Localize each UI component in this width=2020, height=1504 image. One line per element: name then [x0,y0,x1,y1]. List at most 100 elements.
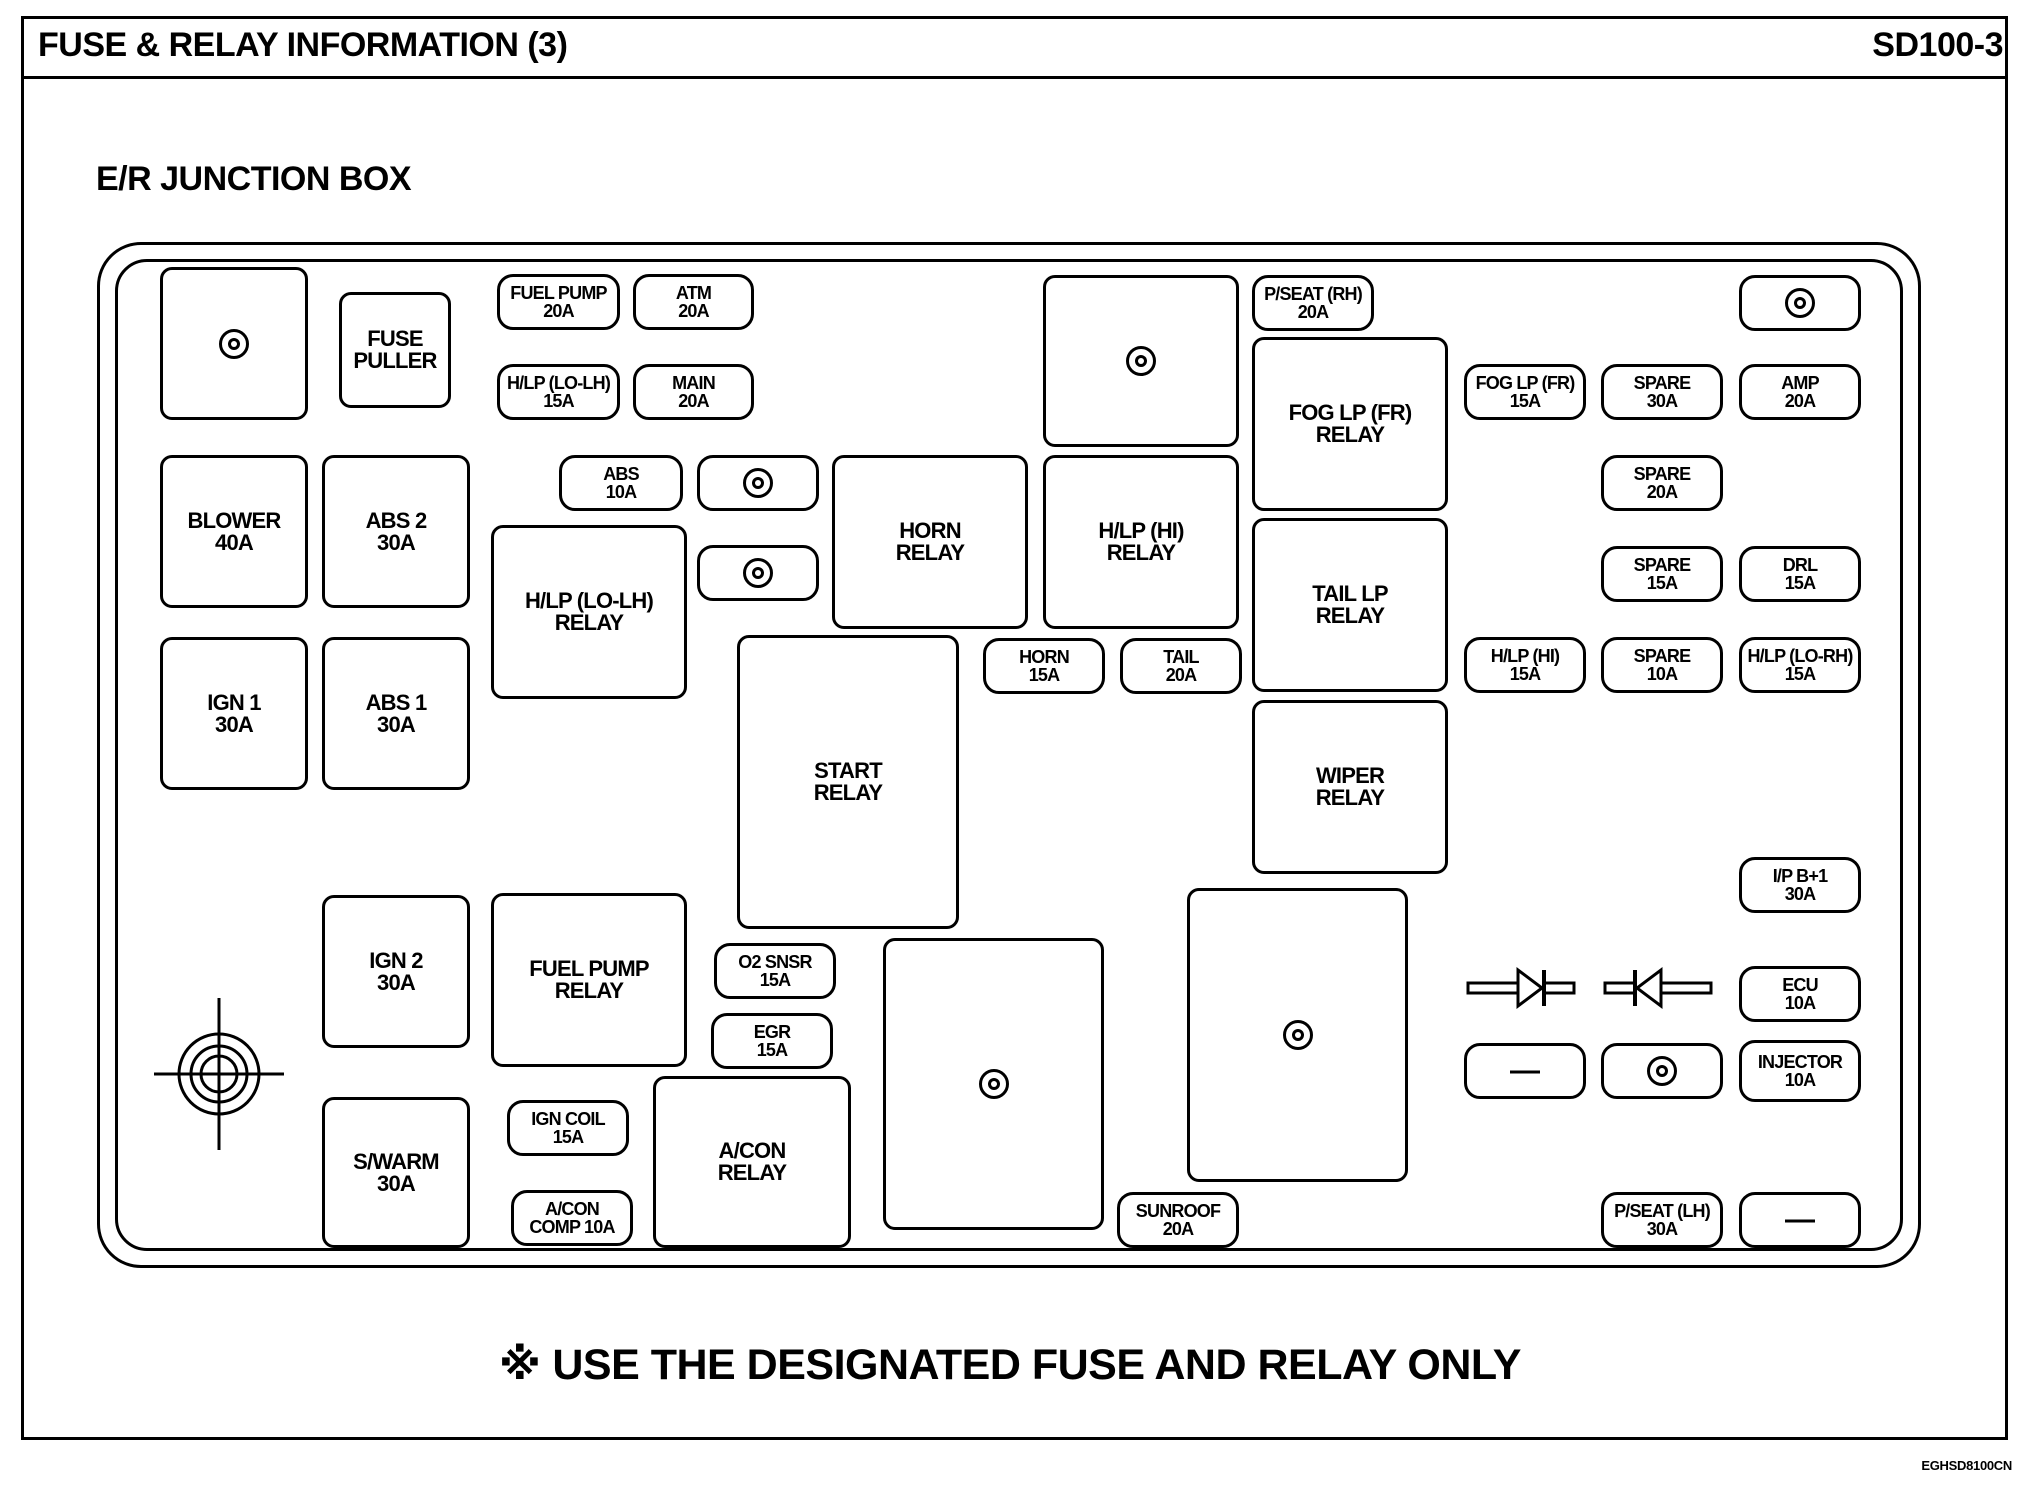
fuse-acon-comp[interactable]: A/CON COMP 10A [511,1190,633,1246]
component-label-line1: MAIN [672,373,716,393]
relay-tail-lp[interactable]: TAIL LP RELAY [1252,518,1448,692]
component-label-line2: 20A [1162,1219,1194,1239]
diode-right-icon [1466,967,1576,1009]
component-label-line2: 30A [215,711,254,737]
relay-acon[interactable]: A/CON RELAY [653,1076,851,1248]
component-label-line1: SPARE [1633,464,1691,484]
fuse-tail[interactable]: TAIL 20A [1120,638,1242,694]
component-label-line2: 15A [1028,665,1060,685]
component-label-line2: 20A [678,301,709,321]
usage-note-text: USE THE DESIGNATED FUSE AND RELAY ONLY [552,1341,1521,1389]
component-label-line2: 15A [543,391,574,411]
component-label-line2: 30A [1646,1219,1678,1239]
junction-box-inner-outline [115,259,1903,1251]
fuse-slot-stud-top-right [1739,275,1861,331]
relay-wiper[interactable]: WIPER RELAY [1252,700,1448,874]
relay-horn[interactable]: HORN RELAY [832,455,1028,629]
component-label-line2: 20A [1297,302,1329,322]
fuse-injector[interactable]: INJECTOR 10A [1739,1040,1861,1102]
fuse-atm[interactable]: ATM 20A [633,274,754,330]
fuse-ecu[interactable]: ECU 10A [1739,966,1861,1022]
relay-hlp-hi[interactable]: H/LP (HI) RELAY [1043,455,1239,629]
component-label-line2: RELAY [554,978,624,1003]
fuse-hlp-lo-lh[interactable]: H/LP (LO-LH) 15A [497,364,620,420]
relay-hlp-lo-lh[interactable]: H/LP (LO-LH) RELAY [491,525,687,699]
component-label-line1: HORN [899,518,961,543]
fuse-pseat-lh[interactable]: P/SEAT (LH) 30A [1601,1192,1723,1248]
diode-left-icon [1603,967,1713,1009]
component-label-line1: TAIL [1163,647,1199,667]
component-label-line1: WIPER [1315,763,1385,788]
component-label-line1: START [814,758,882,783]
component-label-line1: S/WARM [353,1148,439,1174]
component-label-line1: FOG LP (FR) [1475,373,1576,393]
fuse-ign-2[interactable]: IGN 2 30A [322,895,470,1048]
fuse-hlp-hi[interactable]: H/LP (HI) 15A [1464,637,1586,693]
stud-icon [219,328,249,359]
fuse-o2-snsr[interactable]: O2 SNSR 15A [714,943,836,999]
component-label-line1: A/CON [718,1138,787,1163]
component-label-line1: IGN 1 [207,689,261,715]
mounting-stud-block-lower-right [1187,888,1408,1182]
component-label-line2: RELAY [554,610,624,635]
fuse-sunroof[interactable]: SUNROOF 20A [1117,1192,1239,1248]
stud-icon [1785,288,1815,318]
component-label-line1: SPARE [1633,646,1691,666]
component-label-line1: EGR [753,1022,791,1042]
fuse-abs[interactable]: ABS 10A [559,455,683,511]
relay-fuel-pump[interactable]: FUEL PUMP RELAY [491,893,687,1067]
component-label-line1: H/LP (LO-LH) [506,373,611,393]
component-label-line2: RELAY [717,1160,787,1185]
component-label-line1: ECU [1782,975,1818,995]
stud-icon [1126,346,1156,376]
fuse-fuel-pump[interactable]: FUEL PUMP 20A [497,274,620,330]
component-label-line2: 40A [215,529,254,555]
fuse-egr[interactable]: EGR 15A [711,1013,833,1069]
fuse-ip-b1[interactable]: I/P B+1 30A [1739,857,1861,913]
fuse-abs-2[interactable]: ABS 2 30A [322,455,470,608]
fuse-amp[interactable]: AMP 20A [1739,364,1861,420]
fuse-main[interactable]: MAIN 20A [633,364,754,420]
relay-fog-lp-fr[interactable]: FOG LP (FR) RELAY [1252,337,1448,511]
fuse-hlp-lo-rh[interactable]: H/LP (LO-RH) 15A [1739,637,1861,693]
fuse-ign-coil[interactable]: IGN COIL 15A [507,1100,629,1156]
fuse-spare-20a[interactable]: SPARE 20A [1601,455,1723,511]
fuse-pseat-rh[interactable]: P/SEAT (RH) 20A [1252,275,1374,331]
component-label-line1: FOG LP (FR) [1288,400,1413,425]
fuse-spare-30a[interactable]: SPARE 30A [1601,364,1723,420]
fuse-puller[interactable]: FUSE PULLER [339,292,451,408]
fuse-blower[interactable]: BLOWER 40A [160,455,308,608]
component-label-line1: BLOWER [187,507,282,533]
component-label-line2: 10A [1784,1070,1816,1090]
alignment-crosshair-icon [154,998,284,1150]
component-label-line2: 10A [1784,993,1816,1013]
component-label-line1: H/LP (HI) [1490,646,1560,666]
component-label-line2: 10A [1646,664,1678,684]
stud-icon [743,558,773,588]
component-label-line2: 30A [1646,391,1678,411]
stud-icon [1282,1020,1313,1050]
fuse-spare-10a[interactable]: SPARE 10A [1601,637,1723,693]
usage-note: ※USE THE DESIGNATED FUSE AND RELAY ONLY [0,1340,2020,1390]
figure-code: EGHSD8100CN [1921,1458,2012,1473]
fuse-slot-stud-upper [697,455,819,511]
component-label-line2: 30A [377,1170,416,1196]
fuse-ign-1[interactable]: IGN 1 30A [160,637,308,790]
fuse-fog-lp-fr[interactable]: FOG LP (FR) 15A [1464,364,1586,420]
component-label-line2: 15A [756,1040,788,1060]
fuse-abs-1[interactable]: ABS 1 30A [322,637,470,790]
component-label-line1: IGN COIL [531,1109,605,1129]
fuse-spare-15a[interactable]: SPARE 15A [1601,546,1723,602]
component-label-line2: RELAY [1315,603,1385,628]
fuse-s-warm[interactable]: S/WARM 30A [322,1097,470,1248]
diode-slot-dash: — [1464,1043,1586,1099]
fuse-horn[interactable]: HORN 15A [983,638,1105,694]
component-label-line2: RELAY [813,780,883,805]
component-label-line2: 15A [1784,573,1816,593]
component-label-line1: DRL [1782,555,1818,575]
spare-slot-dash: — [1739,1192,1861,1248]
fuse-drl[interactable]: DRL 15A [1739,546,1861,602]
component-label-line1: TAIL LP [1312,581,1388,606]
component-label-line1: SPARE [1633,373,1691,393]
relay-start[interactable]: START RELAY [737,635,959,929]
